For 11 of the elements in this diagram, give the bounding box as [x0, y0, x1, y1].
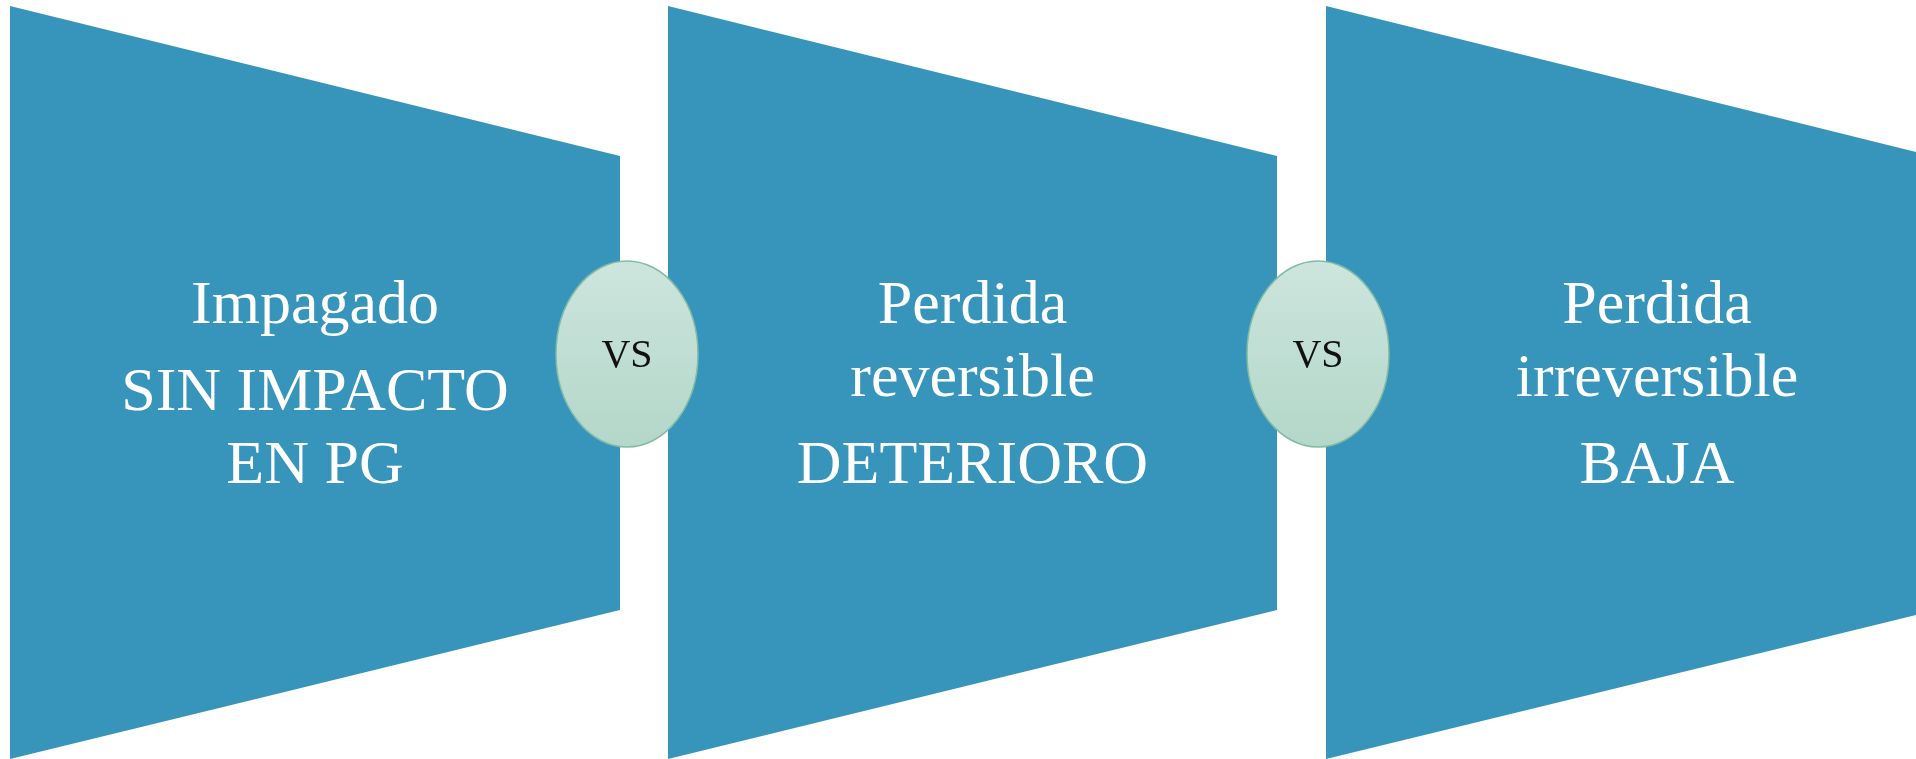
vs-ellipse	[1246, 260, 1390, 448]
vs-label: VS	[601, 330, 653, 378]
vs-label: VS	[1292, 330, 1344, 378]
node-heading: Perdida reversible	[849, 266, 1096, 411]
node-heading: Impagado	[191, 266, 439, 338]
node-label: BAJA	[1579, 427, 1735, 499]
node-heading: Perdida irreversible	[1514, 266, 1800, 411]
funnel-shape	[668, 6, 1277, 759]
vs-ellipse	[555, 260, 699, 448]
node-label: SIN IMPACTO EN PG	[120, 353, 510, 499]
node-label: DETERIORO	[796, 427, 1149, 499]
